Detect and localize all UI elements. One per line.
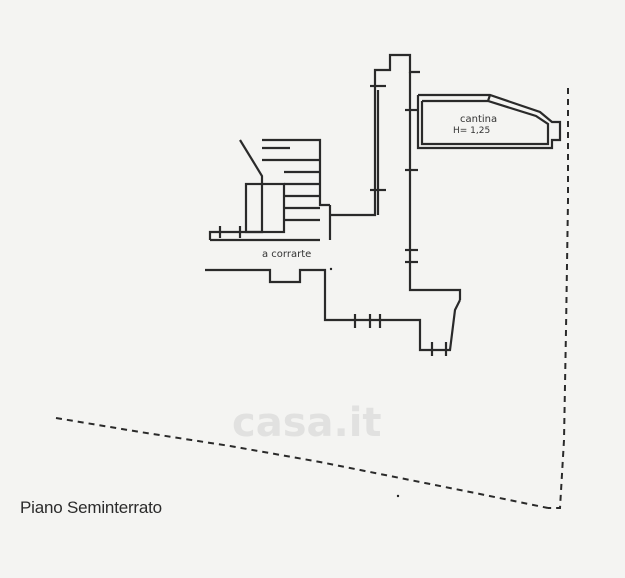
property-boundary	[55, 88, 569, 509]
watermark-logo: casa.it	[232, 400, 382, 446]
central-passage	[330, 53, 462, 300]
cantina-height: H= 1,25	[453, 126, 491, 136]
cantina-label: cantina	[460, 114, 498, 125]
corte-walls	[205, 268, 461, 356]
corte-label: a corrarte	[262, 249, 312, 260]
stair-block	[208, 138, 332, 242]
cantina-room	[416, 93, 562, 150]
floor-caption: Piano Seminterrato	[20, 498, 162, 517]
